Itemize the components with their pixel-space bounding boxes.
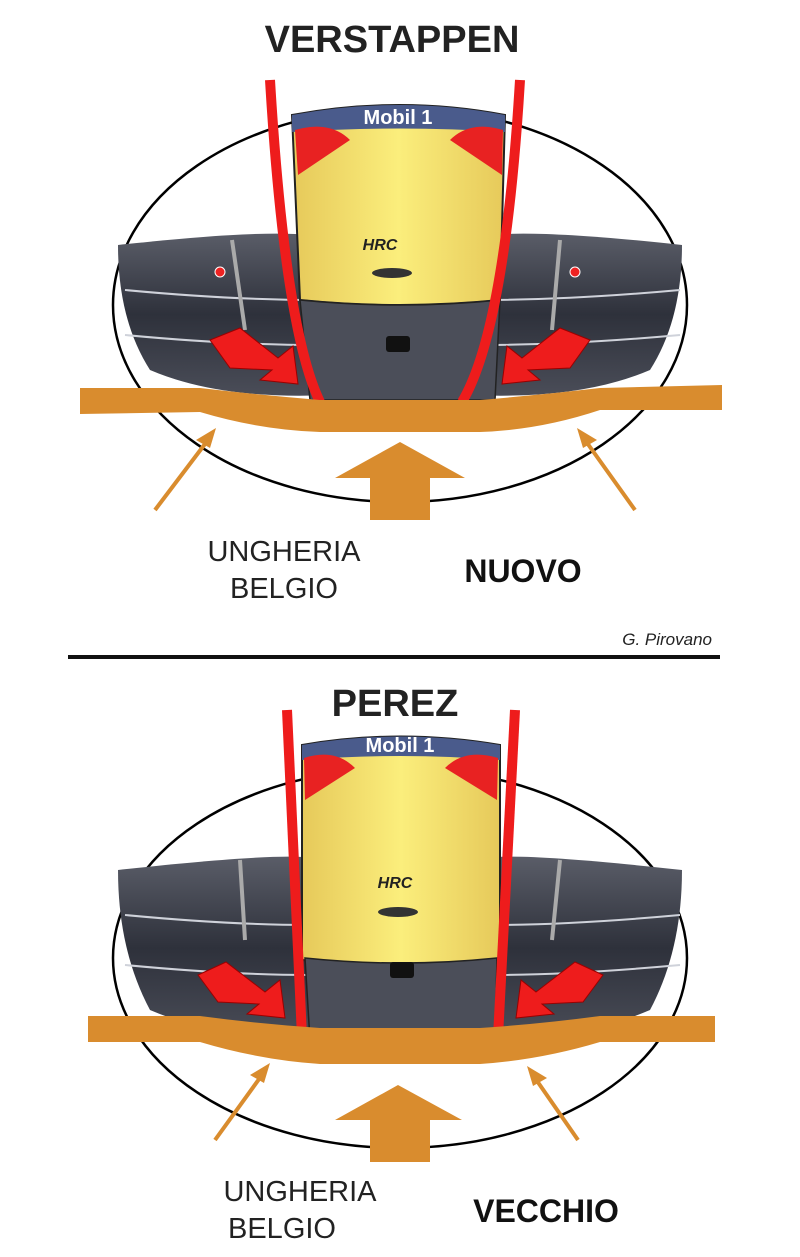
- red-arrow-right: [501, 327, 591, 385]
- red-marker-line-left: [282, 709, 307, 1038]
- small-arrow-left: [196, 428, 216, 448]
- engine-logo: HRC: [363, 237, 398, 254]
- red-marker-line-right: [493, 709, 520, 1038]
- label-belgio: BELGIO: [230, 573, 338, 605]
- panel-title: PEREZ: [332, 683, 459, 725]
- sponsor-logo: Mobil 1: [366, 735, 435, 757]
- right-wing-flap: [470, 233, 682, 396]
- left-wing-flap: [118, 233, 330, 396]
- sponsor-logo: Mobil 1: [364, 107, 433, 129]
- small-arrow-right: [527, 1066, 547, 1086]
- plank-outline: [88, 1016, 715, 1064]
- label-belgio: BELGIO: [228, 1213, 336, 1245]
- red-arrow-left: [197, 961, 286, 1019]
- red-marker-line-right: [457, 79, 525, 405]
- perez-panel: PEREZ Mobil 1 HRC UNGHERIA BELGIO VECCHI…: [88, 683, 715, 1245]
- red-arrow-right: [515, 961, 604, 1019]
- verstappen-panel: VERSTAPPEN Mobil 1 HRC UNGHERIA BELGIO N…: [80, 19, 722, 605]
- small-arrow-right: [577, 428, 597, 448]
- small-arrow-left: [250, 1063, 270, 1083]
- version-tag: NUOVO: [464, 553, 581, 589]
- engine-logo: HRC: [378, 875, 413, 892]
- nose-tip: [304, 957, 498, 1041]
- big-up-arrow: [335, 1085, 462, 1162]
- red-marker-line-left: [265, 79, 325, 405]
- version-tag: VECCHIO: [473, 1193, 619, 1229]
- divider: [68, 655, 720, 659]
- author-credit: G. Pirovano: [622, 630, 712, 649]
- big-up-arrow: [335, 442, 465, 520]
- plank-outline: [80, 385, 722, 432]
- red-arrow-left: [209, 327, 299, 385]
- label-ungheria: UNGHERIA: [223, 1176, 377, 1208]
- panel-title: VERSTAPPEN: [265, 19, 520, 61]
- label-ungheria: UNGHERIA: [207, 536, 361, 568]
